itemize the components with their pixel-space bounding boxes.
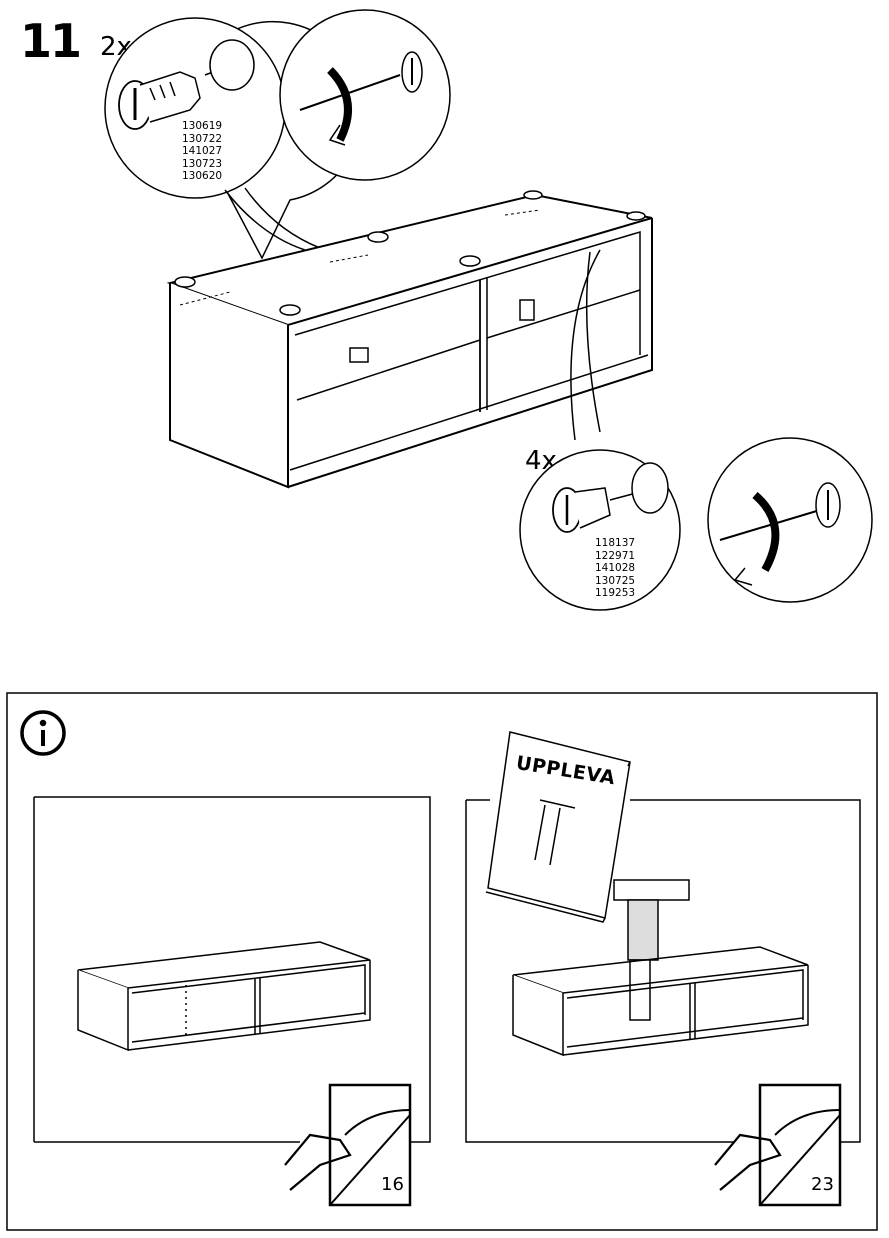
right-panel-frame [465, 799, 861, 1143]
step-number: 11 [20, 14, 82, 68]
callout-circle-screwdriver-bottom [707, 437, 873, 603]
part-number: 130619 [182, 120, 223, 132]
part-number: 130723 [182, 157, 223, 170]
callout-circle-cam-dowel [519, 249, 681, 611]
page-turn-icon-left [284, 1083, 412, 1207]
page-reference-left[interactable]: 16 [381, 1174, 404, 1195]
part-number: 130620 [182, 170, 223, 182]
part-number: 130722 [182, 132, 223, 145]
callout-circle-screwdriver-top [279, 9, 451, 181]
part-number: 119253 [595, 587, 636, 599]
part-number: 141027 [182, 145, 223, 157]
cabinet-illustration [166, 190, 653, 489]
small-cabinet-left [77, 941, 371, 1052]
part-number-list-top: 130619 130722 141027 130723 130620 [182, 120, 222, 183]
part-number: 122971 [595, 549, 636, 562]
cam-lock-part-icon [118, 39, 255, 130]
info-icon [20, 710, 66, 756]
part-number: 130725 [595, 574, 636, 587]
page-reference-right[interactable]: 23 [811, 1174, 834, 1195]
small-cabinet-right [512, 946, 809, 1057]
page-turn-icon-right [714, 1083, 842, 1207]
tv-mount [613, 879, 690, 1021]
part-number-list-bottom: 118137 122971 141028 130725 119253 [595, 537, 635, 600]
part-number: 118137 [595, 537, 636, 549]
left-panel-frame [34, 796, 431, 1143]
info-box-frame [6, 692, 878, 1231]
part-number: 141028 [595, 562, 636, 574]
uppleva-booklet [485, 731, 631, 923]
